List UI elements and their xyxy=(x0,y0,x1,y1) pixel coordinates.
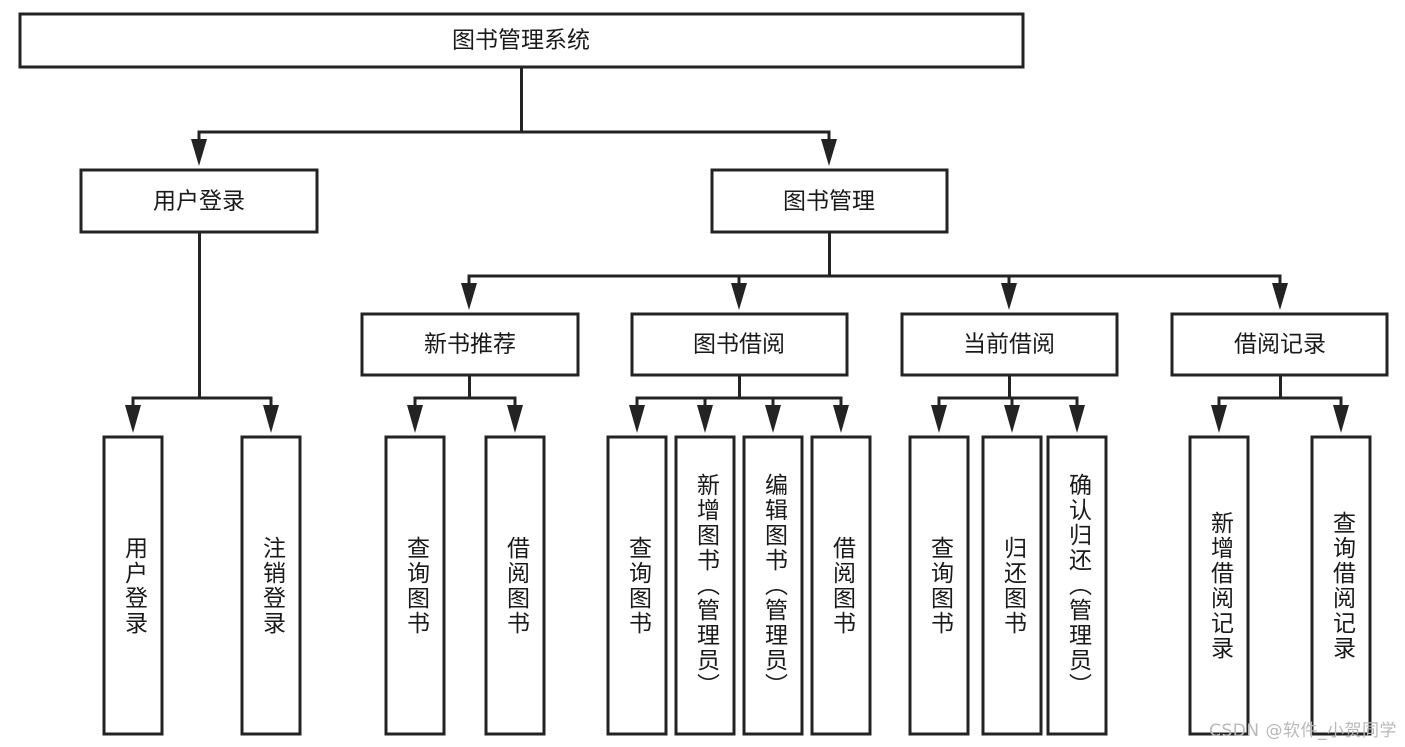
csdn-watermark: CSDN @软件_小贺同学 xyxy=(1209,721,1397,741)
leaf-box-user-login[interactable] xyxy=(102,435,164,736)
connector-group-book-mgmt xyxy=(461,230,1288,310)
arrowhead-leaf-query-book-1 xyxy=(407,405,423,433)
arrowhead-new-book-rec xyxy=(461,283,477,310)
node-new-book-recommend[interactable]: 新书推荐 xyxy=(360,312,580,377)
leaf-box-return-book[interactable] xyxy=(981,435,1043,736)
borrow-record-box-rect xyxy=(1170,312,1389,377)
node-book-borrow[interactable]: 图书借阅 xyxy=(630,312,849,377)
node-borrow-record[interactable]: 借阅记录 xyxy=(1170,312,1389,377)
arrowhead-user-login xyxy=(191,139,207,166)
leaf-box-add-borrow-record[interactable] xyxy=(1188,435,1250,736)
connector-group-book-borrow xyxy=(629,373,849,433)
leaf-box-query-book-2[interactable] xyxy=(606,435,668,736)
connector-group-new-book-rec xyxy=(407,373,523,433)
current-borrow-box-rect xyxy=(900,312,1119,377)
arrowhead-leaf-logout xyxy=(263,405,279,433)
current-borrow-box-label: 当前借阅 xyxy=(963,332,1055,358)
leaf-box-query-book-1[interactable] xyxy=(384,435,446,736)
arrowhead-leaf-add-book xyxy=(697,405,713,433)
node-user-login[interactable]: 用户登录 xyxy=(79,168,319,234)
borrow-record-box-label: 借阅记录 xyxy=(1234,332,1326,358)
arrowhead-book-mgmt xyxy=(821,139,837,166)
connector-group-borrow-record xyxy=(1211,373,1349,433)
leaf-box-borrow-book-1[interactable] xyxy=(484,435,546,736)
connector-group-user-login xyxy=(125,230,279,433)
node-current-borrow[interactable]: 当前借阅 xyxy=(900,312,1119,377)
leaf-box-query-borrow-record[interactable] xyxy=(1310,435,1372,736)
connector-group-root xyxy=(191,65,837,166)
connector-group-current-borrow xyxy=(931,373,1085,433)
leaf-box-borrow-book-2[interactable] xyxy=(810,435,872,736)
root-box-rect xyxy=(18,12,1025,69)
leaf-box-edit-book[interactable] xyxy=(742,435,804,736)
arrowhead-leaf-confirm-return xyxy=(1069,405,1085,433)
book-mgmt-box-rect xyxy=(710,168,949,234)
arrowhead-book-borrow xyxy=(731,283,747,310)
leaf-box-add-book[interactable] xyxy=(674,435,736,736)
root-box-label: 图书管理系统 xyxy=(452,28,590,54)
arrowhead-leaf-user-login xyxy=(125,405,141,433)
arrowhead-leaf-borrow-book-2 xyxy=(833,405,849,433)
arrowhead-leaf-add-record xyxy=(1211,405,1227,433)
arrowhead-current-borrow xyxy=(1001,283,1017,310)
book-borrow-box-rect xyxy=(630,312,849,377)
user-login-box-rect xyxy=(79,168,319,234)
arrowhead-leaf-query-book-3 xyxy=(931,405,947,433)
arrowhead-leaf-query-book-2 xyxy=(629,405,645,433)
book-borrow-box-label: 图书借阅 xyxy=(693,332,785,358)
leaf-box-logout[interactable] xyxy=(240,435,302,736)
user-login-box-label: 用户登录 xyxy=(153,189,245,215)
leaf-box-query-book-3[interactable] xyxy=(908,435,970,736)
new-book-rec-box-label: 新书推荐 xyxy=(424,332,516,358)
leaf-box-confirm-return[interactable] xyxy=(1046,435,1108,736)
arrowhead-leaf-query-record xyxy=(1333,405,1349,433)
new-book-rec-box-rect xyxy=(360,312,580,377)
node-book-management[interactable]: 图书管理 xyxy=(710,168,949,234)
book-mgmt-box-label: 图书管理 xyxy=(783,189,875,215)
arrowhead-leaf-return-book xyxy=(1004,405,1020,433)
arrowhead-leaf-borrow-book-1 xyxy=(507,405,523,433)
leaf-box-group xyxy=(102,435,1372,736)
arrowhead-leaf-edit-book xyxy=(765,405,781,433)
arrowhead-borrow-record xyxy=(1272,283,1288,310)
node-root-system[interactable]: 图书管理系统 xyxy=(18,12,1025,69)
